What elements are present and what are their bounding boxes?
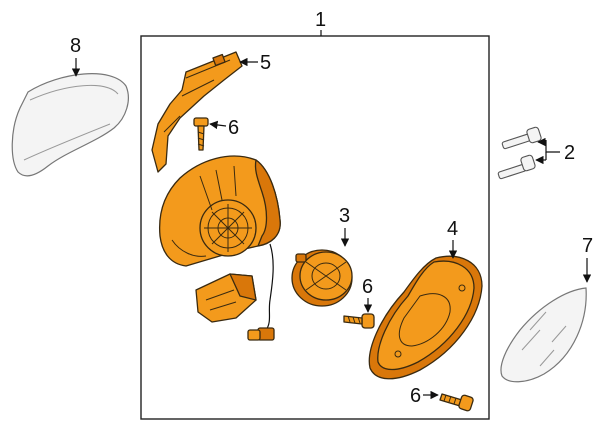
screw-part-6-top	[193, 117, 209, 151]
callout-2-label: 2	[564, 142, 575, 164]
callout-1-label: 1	[315, 9, 326, 31]
callout-6-leader-top	[209, 120, 227, 130]
assembly-frame	[140, 35, 490, 420]
callout-6-label-bottom: 6	[410, 385, 421, 407]
callout-5-label: 5	[260, 52, 271, 74]
callout-8-label: 8	[70, 35, 81, 57]
mirror-base-housing	[158, 155, 281, 341]
power-actuator-part-3	[291, 249, 353, 307]
mirror-glass-backing-part-4	[368, 255, 483, 380]
callout-6-label-middle: 6	[362, 276, 373, 298]
callout-6-label-top: 6	[228, 117, 239, 139]
screw-part-6-bottom	[439, 393, 474, 412]
mirror-cover-part-8	[11, 73, 129, 177]
callout-2-leader	[545, 140, 560, 153]
turn-signal-part-5	[151, 51, 243, 173]
screw-part-6-middle	[343, 313, 375, 329]
mounting-bracket	[195, 273, 257, 323]
mirror-glass-part-7	[500, 287, 587, 383]
callout-4-label: 4	[447, 218, 458, 240]
callout-3-label: 3	[339, 205, 350, 227]
mounting-bolts-part-2	[497, 126, 542, 180]
callout-7-label: 7	[582, 235, 593, 257]
